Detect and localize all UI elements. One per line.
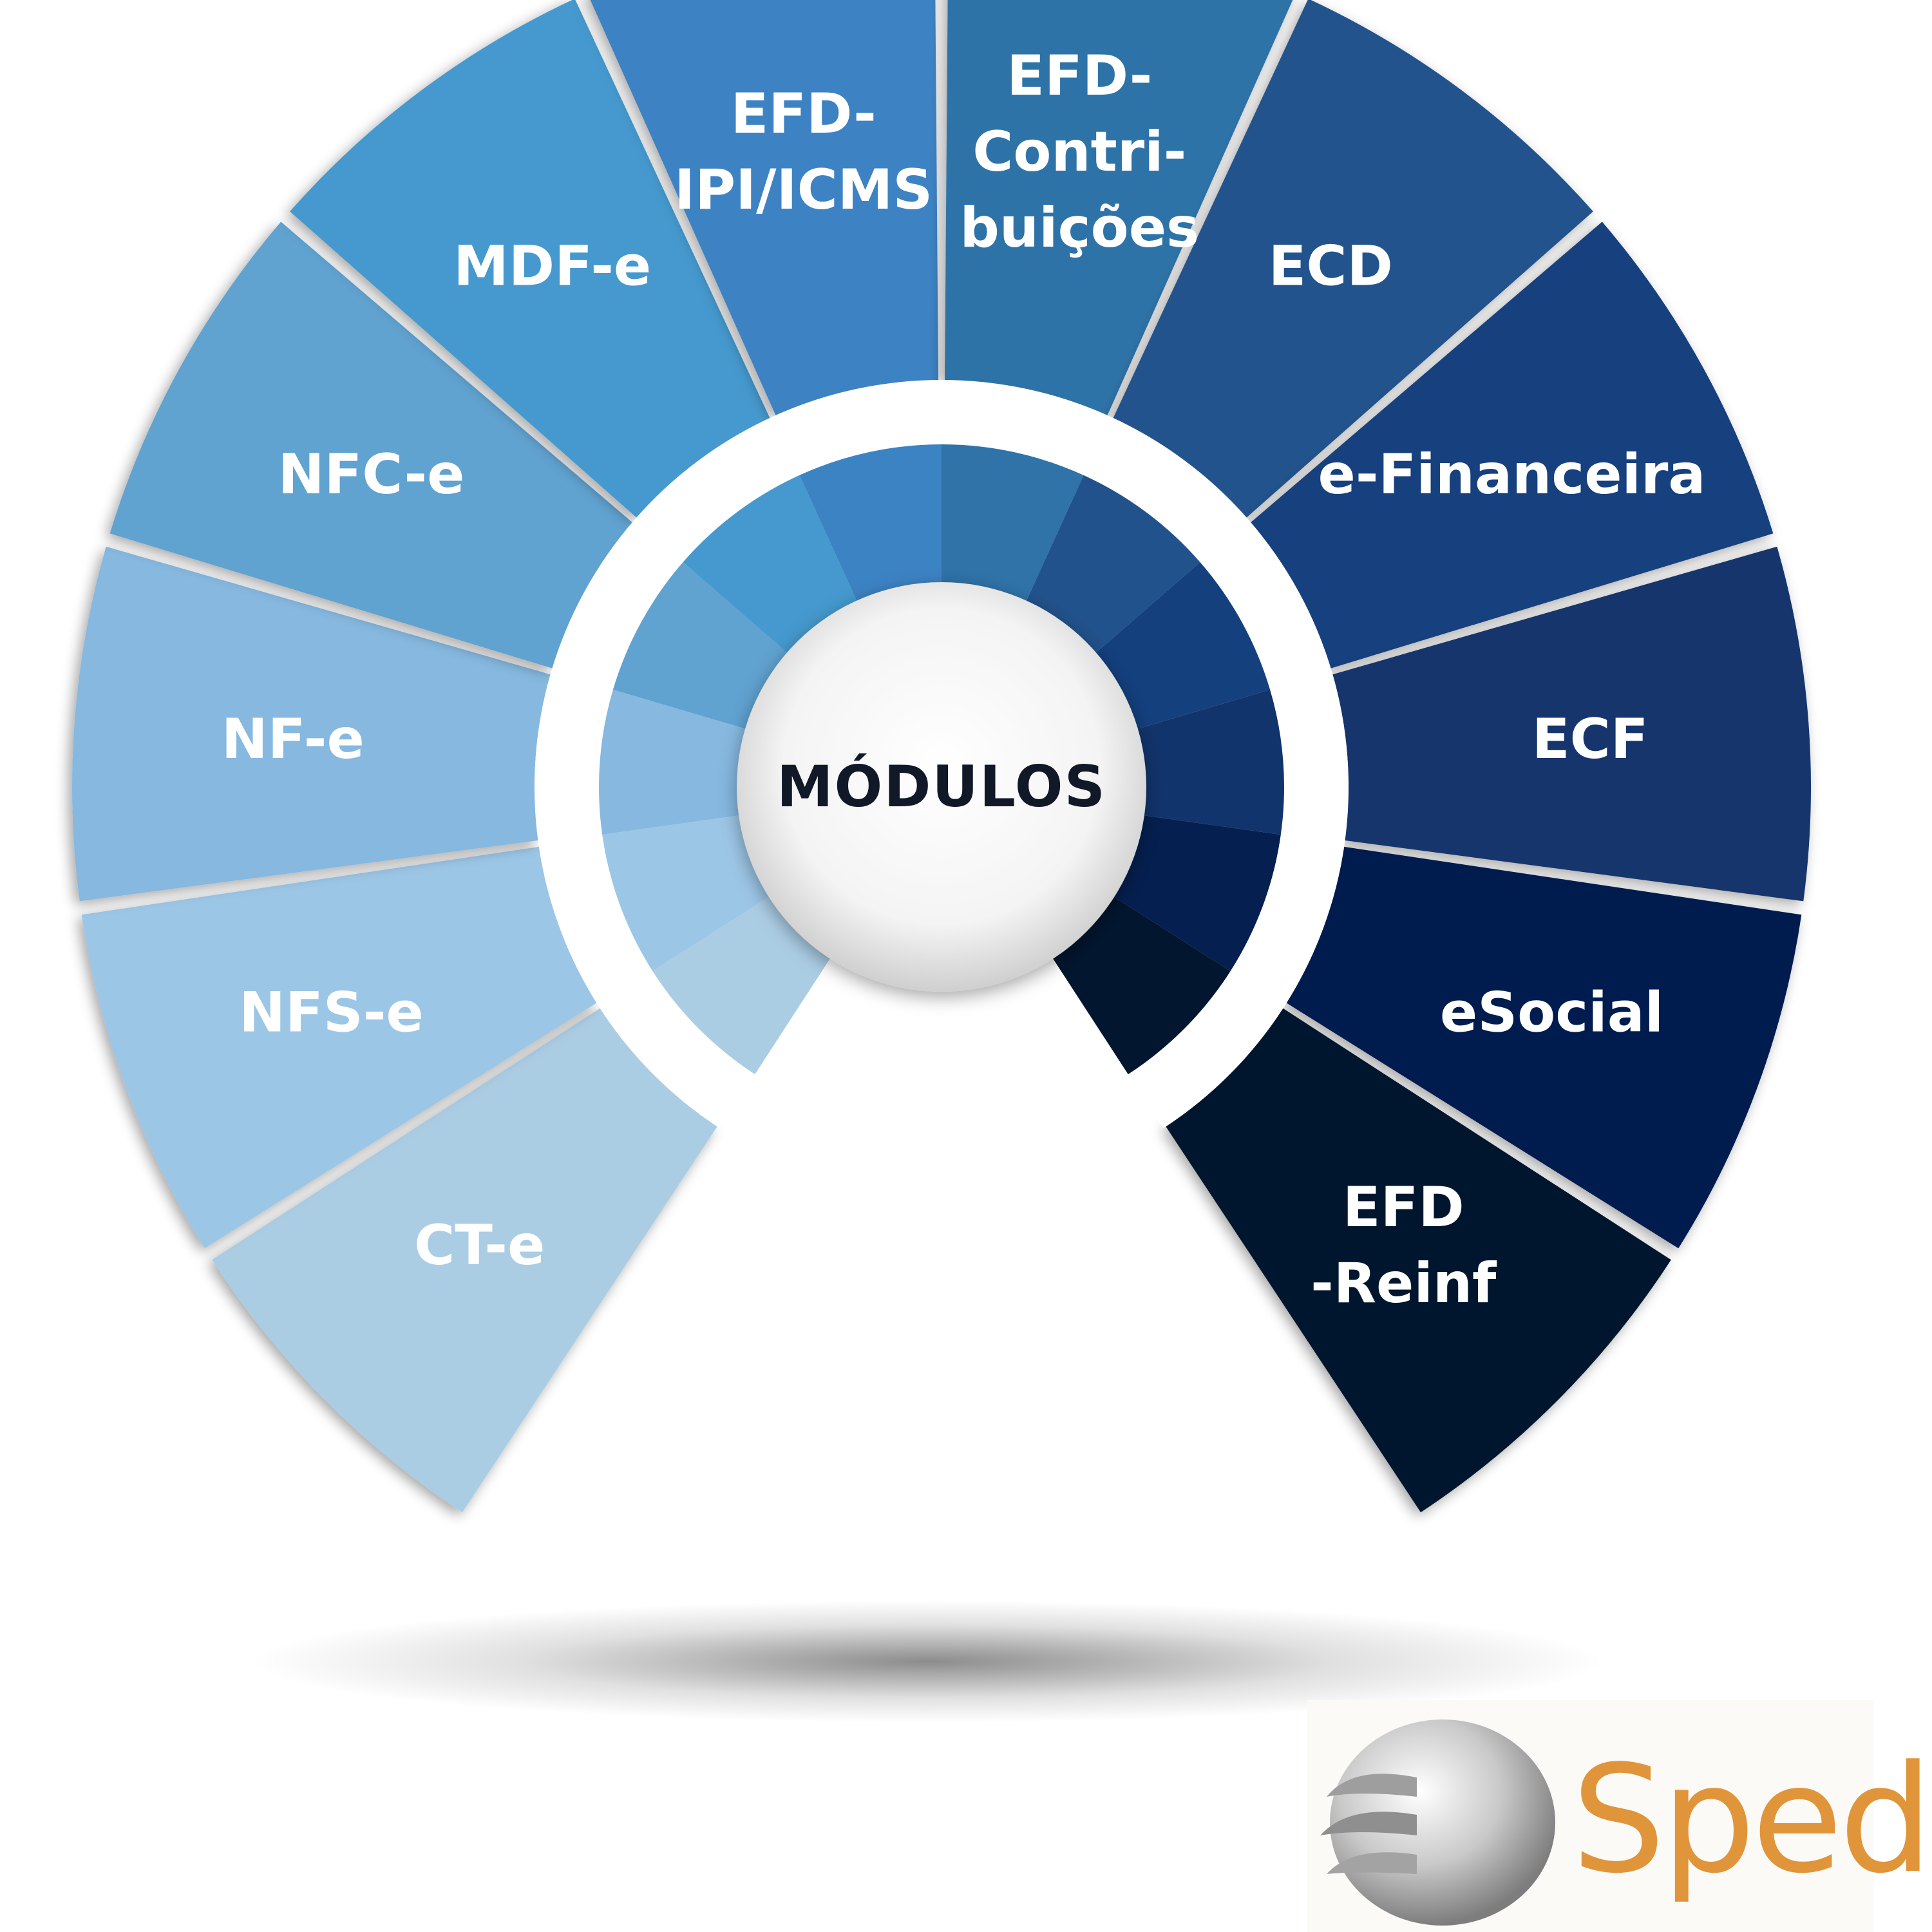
inner-segment <box>1113 815 1281 971</box>
module-label-line: buições <box>960 196 1199 260</box>
inner-segment <box>942 444 1084 602</box>
module-label: NFS-e <box>239 981 424 1045</box>
module-label: eSocial <box>1440 981 1663 1045</box>
sped-logo: Sped <box>1307 1700 1932 1932</box>
module-label-line: ECD <box>1269 234 1393 299</box>
module-label-line: eSocial <box>1440 981 1663 1045</box>
module-label-line: e-Financeira <box>1318 442 1706 507</box>
module-label: EFD- IPI/ICMS <box>674 82 933 222</box>
module-segment <box>81 846 597 1249</box>
module-segment <box>944 0 1293 415</box>
module-label-line: NFC-e <box>278 442 465 507</box>
inner-ring-segments <box>535 380 1349 1129</box>
center-label: MÓDULOS <box>777 753 1106 820</box>
inner-segment <box>1095 562 1271 730</box>
module-label: ECD <box>1269 234 1393 299</box>
module-label-line: EFD- <box>1007 44 1152 108</box>
module-label: e-Financeira <box>1318 442 1706 507</box>
module-label: NF-e <box>222 707 365 772</box>
module-segment <box>590 0 939 415</box>
inner-segment <box>1026 475 1200 654</box>
module-segment <box>1251 222 1774 668</box>
module-label: EFD -Reinf <box>1311 1175 1497 1316</box>
module-label-line: MDF-e <box>453 234 651 299</box>
module-label: MDF-e <box>453 234 651 299</box>
module-label-line: EFD- <box>731 82 876 146</box>
module-label-line: EFD <box>1343 1175 1464 1240</box>
module-segment <box>109 222 632 668</box>
logo-text: Sped <box>1571 1734 1929 1906</box>
module-labels: CT-e NFS-e NF-e NFC-e MDF-e EFD- IPI/ICMS EFD- C… <box>222 44 1706 1316</box>
module-label-line: CT-e <box>414 1213 545 1278</box>
module-segment <box>1166 1008 1671 1513</box>
module-label: NFC-e <box>278 442 465 507</box>
inner-segment <box>599 689 747 835</box>
module-label: EFD- Contri-buições <box>960 44 1199 260</box>
floor-shadow <box>251 1600 1604 1723</box>
module-label-line: -Reinf <box>1311 1251 1497 1316</box>
module-segment <box>1286 846 1802 1249</box>
inner-segment <box>799 444 942 602</box>
inner-segment <box>1136 689 1285 835</box>
module-segments <box>71 0 1812 1513</box>
inner-segment <box>683 475 857 654</box>
sphere-icon <box>1330 1719 1555 1926</box>
module-segment <box>290 0 770 518</box>
module-segment <box>1113 0 1593 518</box>
inner-segment <box>1052 896 1231 1075</box>
module-segment <box>1332 546 1812 902</box>
center-hub <box>737 582 1146 992</box>
module-label-line: Contri- <box>972 120 1186 184</box>
module-label: CT-e <box>414 1213 545 1278</box>
inner-segment <box>602 815 770 971</box>
module-segment <box>71 546 551 902</box>
module-label: ECF <box>1532 707 1649 772</box>
module-label-line: NFS-e <box>239 981 424 1045</box>
module-label-line: ECF <box>1532 707 1649 772</box>
module-label-line: IPI/ICMS <box>674 158 933 222</box>
module-label-line: NF-e <box>222 707 365 772</box>
module-segment <box>212 1008 717 1513</box>
inner-segment <box>612 562 788 730</box>
inner-segment <box>652 896 831 1075</box>
